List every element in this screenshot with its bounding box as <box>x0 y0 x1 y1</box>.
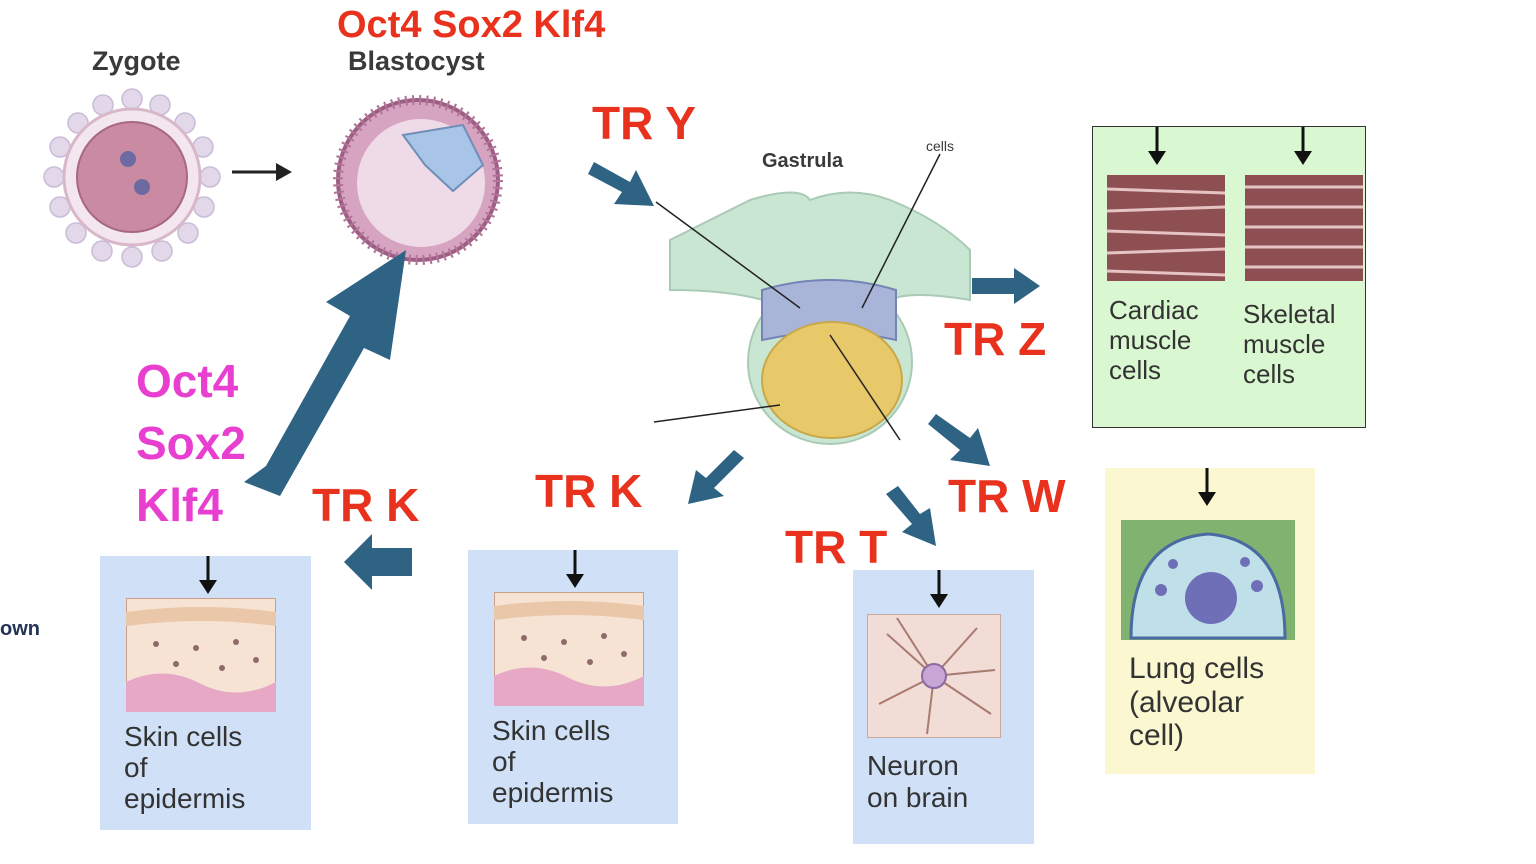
cardiac-cells-text: Cardiac muscle cells <box>1109 295 1199 386</box>
factors-top-label: Oct4 Sox2 Klf4 <box>337 4 606 46</box>
arrow-to-gastrula <box>588 162 654 206</box>
down-arrow-icon <box>566 550 584 588</box>
epidermis-illustration <box>494 592 644 706</box>
arrow-to-skin-left <box>344 534 412 590</box>
lung-cells-panel: Lung cells (alveolar cell) <box>1105 468 1315 774</box>
tr-k-mid-label: TR K <box>535 465 643 517</box>
neuron-panel: Neuron on brain <box>853 570 1034 844</box>
down-arrow-icon <box>1294 127 1312 165</box>
arrow-to-muscle <box>972 268 1040 304</box>
cardiac-muscle-illustration <box>1107 175 1225 281</box>
skin-left-text: Skin cells of epidermis <box>124 721 246 814</box>
tr-t-label: TR T <box>785 521 888 573</box>
factor-oct4: Oct4 <box>136 355 239 407</box>
arrow-to-skin-mid <box>688 450 744 504</box>
gastrula-illustration <box>653 153 971 445</box>
factor-klf4: Klf4 <box>136 479 223 531</box>
muscle-cells-panel: Cardiac muscle cells Skeletal muscle cel… <box>1092 126 1366 428</box>
epidermis-illustration <box>126 598 276 712</box>
zygote-to-blastocyst-arrow <box>232 163 292 181</box>
factors-left-list: Oct4 Sox2 Klf4 <box>136 358 246 528</box>
side-fragment-text: own <box>0 618 40 640</box>
tr-z-label: TR Z <box>944 313 1047 365</box>
skin-cells-panel-mid: Skin cells of epidermis <box>468 550 678 824</box>
arrow-to-lung <box>928 414 990 466</box>
lung-cells-text: Lung cells (alveolar cell) <box>1129 652 1265 753</box>
skin-mid-text: Skin cells of epidermis <box>492 715 614 808</box>
factor-sox2: Sox2 <box>136 417 246 469</box>
skeletal-muscle-illustration <box>1245 175 1363 281</box>
blastocyst-illustration <box>333 95 503 265</box>
alveolar-cell-illustration <box>1121 520 1295 640</box>
arrow-to-neuron <box>886 486 936 546</box>
blastocyst-label: Blastocyst <box>348 46 485 76</box>
reprogramming-arrow <box>244 250 406 496</box>
gastrula-label: Gastrula <box>762 150 844 172</box>
tr-k-left-label: TR K <box>312 479 420 531</box>
gastrula-cut-label: cells <box>926 138 955 154</box>
down-arrow-icon <box>1148 127 1166 165</box>
tr-w-label: TR W <box>948 470 1066 522</box>
neuron-illustration <box>867 614 1001 738</box>
down-arrow-icon <box>199 556 217 594</box>
neuron-text: Neuron on brain <box>867 750 969 814</box>
zygote-illustration <box>43 88 221 268</box>
skin-cells-panel-left: Skin cells of epidermis <box>100 556 311 830</box>
zygote-label: Zygote <box>92 46 181 76</box>
down-arrow-icon <box>930 570 948 608</box>
down-arrow-icon <box>1198 468 1216 506</box>
tr-y-label: TR Y <box>592 97 696 149</box>
skeletal-cells-text: Skeletal muscle cells <box>1243 299 1336 390</box>
